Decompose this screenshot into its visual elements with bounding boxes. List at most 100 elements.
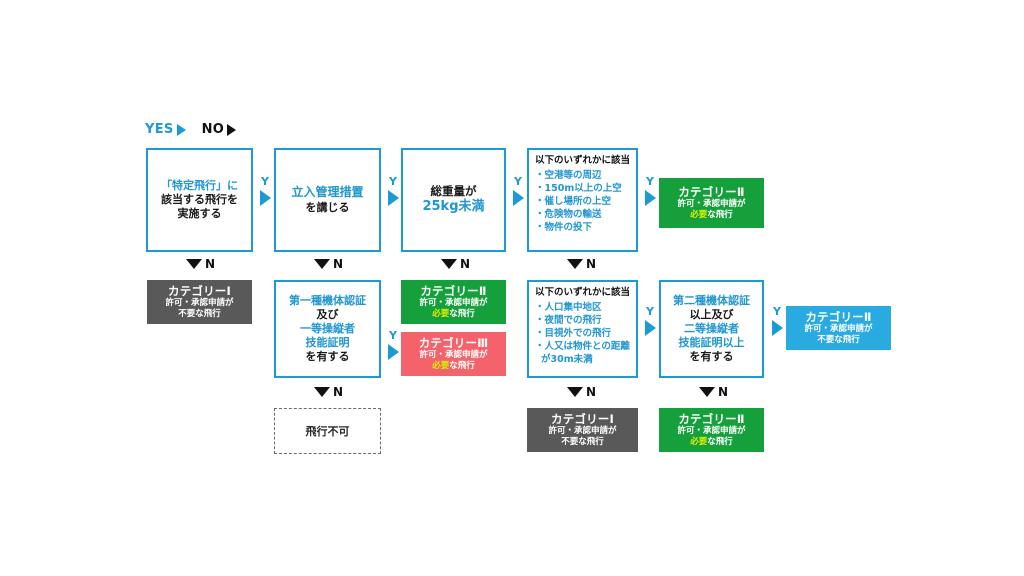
branch-yes-7: Y <box>768 306 786 336</box>
result-emphasis: 必要 <box>690 210 708 221</box>
triangle-down-icon <box>567 259 583 269</box>
list-item: ・空港等の周辺 <box>535 169 602 181</box>
question-tachiiri-kanri[interactable]: 立入管理措置 を講じる <box>274 148 381 252</box>
legend-yes: YES <box>145 122 186 137</box>
result-category2-green-top[interactable]: カテゴリーⅡ 許可・承認申請が 必要な飛行 <box>659 178 764 228</box>
result-category1-gray-left[interactable]: カテゴリーⅠ 許可・承認申請が 不要な飛行 <box>147 280 252 324</box>
result-line3: 不要な飛行 <box>178 309 221 320</box>
branch-no-label: N <box>460 257 471 271</box>
question-line: 立入管理措置 <box>291 185 364 200</box>
question-line: 第二種機体認証 <box>673 293 750 307</box>
result-flight-not-allowed[interactable]: 飛行不可 <box>274 408 381 454</box>
branch-no-7: N <box>699 386 728 398</box>
result-line3-tail: な飛行 <box>195 309 221 320</box>
branch-yes-label: Y <box>389 175 397 188</box>
result-line2: 許可・承認申請が <box>165 298 234 309</box>
triangle-down-icon <box>314 259 330 269</box>
question-line: 技能証明以上 <box>678 336 745 350</box>
result-line3-tail: な飛行 <box>707 437 733 448</box>
question-line: 第一種機体認証 <box>289 293 366 307</box>
branch-yes-label: Y <box>261 175 269 188</box>
result-category: カテゴリーⅡ <box>678 184 745 199</box>
list-header: 以下のいずれかに該当 <box>535 287 631 298</box>
branch-no-2: N <box>314 258 343 270</box>
list-item: が30m未満 <box>541 354 593 366</box>
triangle-down-icon <box>567 387 583 397</box>
legend: YES NO <box>145 122 237 137</box>
branch-yes-1: Y <box>256 176 274 206</box>
result-category2-green-mid[interactable]: カテゴリーⅡ 許可・承認申請が 必要な飛行 <box>401 280 506 324</box>
branch-no-label: N <box>205 257 216 271</box>
result-category: カテゴリーⅡ <box>805 309 872 324</box>
question-line: を有する <box>689 350 734 364</box>
list-item: ・催し場所の上空 <box>535 196 612 208</box>
question-line: 実施する <box>177 207 222 221</box>
result-line3-tail: な飛行 <box>707 210 733 221</box>
list-item: ・150m以上の上空 <box>535 182 622 194</box>
legend-no-label: NO <box>201 122 225 137</box>
branch-no-6: N <box>567 386 596 398</box>
question-dai2shu-kitai[interactable]: 第二種機体認証 以上及び 二等操縦者 技能証明以上 を有する <box>659 280 764 378</box>
question-line: 総重量が <box>430 184 477 199</box>
question-list-top[interactable]: 以下のいずれかに該当 ・空港等の周辺 ・150m以上の上空 ・催し場所の上空 ・… <box>527 148 638 252</box>
result-category: カテゴリーⅡ <box>420 283 487 298</box>
question-line: を有する <box>305 350 350 364</box>
legend-no: NO <box>202 122 237 137</box>
result-line3: 不要な飛行 <box>561 437 604 448</box>
result-line3: 必要な飛行 <box>690 437 733 448</box>
triangle-right-icon <box>227 123 237 136</box>
triangle-right-icon <box>644 320 656 336</box>
result-emphasis: 必要 <box>432 361 450 372</box>
branch-no-1: N <box>186 258 215 270</box>
branch-no-label: N <box>333 385 344 399</box>
triangle-down-icon <box>314 387 330 397</box>
branch-no-label: N <box>333 257 344 271</box>
result-emphasis: 不要 <box>178 309 196 320</box>
result-category3-red[interactable]: カテゴリーⅢ 許可・承認申請が 必要な飛行 <box>401 332 506 376</box>
branch-no-label: N <box>586 385 597 399</box>
result-line3: 必要な飛行 <box>432 361 475 372</box>
triangle-right-icon <box>176 123 186 136</box>
question-line: 該当する飛行を <box>161 192 238 206</box>
result-line3: 不要な飛行 <box>817 335 860 346</box>
list-item: ・目視外での飛行 <box>535 328 612 340</box>
result-line3-tail: な飛行 <box>449 309 475 320</box>
branch-no-label: N <box>586 257 597 271</box>
triangle-right-icon <box>644 190 656 206</box>
result-category: カテゴリーⅠ <box>168 283 231 298</box>
branch-no-3: N <box>441 258 470 270</box>
result-line3-tail: な飛行 <box>578 437 604 448</box>
result-category: カテゴリーⅢ <box>418 335 489 350</box>
branch-yes-3: Y <box>509 176 527 206</box>
result-category: カテゴリーⅠ <box>551 411 614 426</box>
result-line3-tail: な飛行 <box>449 361 475 372</box>
result-category1-gray-bottom[interactable]: カテゴリーⅠ 許可・承認申請が 不要な飛行 <box>527 408 638 452</box>
triangle-right-icon <box>771 320 783 336</box>
list-item: ・危険物の輸送 <box>535 209 602 221</box>
branch-yes-6: Y <box>641 306 659 336</box>
question-line: 二等操縦者 <box>684 321 739 335</box>
result-line2: 許可・承認申請が <box>419 350 488 361</box>
result-category: カテゴリーⅡ <box>678 411 745 426</box>
result-line2: 許可・承認申請が <box>804 324 873 335</box>
question-line: 「特定飛行」に <box>161 178 238 192</box>
branch-no-label: N <box>718 385 729 399</box>
result-category2-cyan[interactable]: カテゴリーⅡ 許可・承認申請が 不要な飛行 <box>786 306 891 350</box>
result-label: 飛行不可 <box>305 425 350 438</box>
list-item: ・物件の投下 <box>535 222 593 234</box>
question-dai1shu-kitai[interactable]: 第一種機体認証 及び 一等操縦者 技能証明 を有する <box>274 280 381 378</box>
question-tokutei-hiko[interactable]: 「特定飛行」に 該当する飛行を 実施する <box>146 148 253 252</box>
question-total-weight[interactable]: 総重量が 25kg未満 <box>401 148 506 252</box>
branch-yes-5: Y <box>384 330 402 360</box>
question-list-bottom[interactable]: 以下のいずれかに該当 ・人口集中地区 ・夜間での飛行 ・目視外での飛行 ・人又は… <box>527 280 638 378</box>
branch-yes-label: Y <box>646 175 654 188</box>
result-line3: 必要な飛行 <box>432 309 475 320</box>
list-item: ・夜間での飛行 <box>535 314 602 326</box>
question-line: 及び <box>316 307 339 321</box>
branch-no-4: N <box>567 258 596 270</box>
branch-yes-label: Y <box>646 305 654 318</box>
result-category2-green-bottom[interactable]: カテゴリーⅡ 許可・承認申請が 必要な飛行 <box>659 408 764 452</box>
list-header: 以下のいずれかに該当 <box>535 155 631 166</box>
legend-yes-label: YES <box>145 122 174 137</box>
